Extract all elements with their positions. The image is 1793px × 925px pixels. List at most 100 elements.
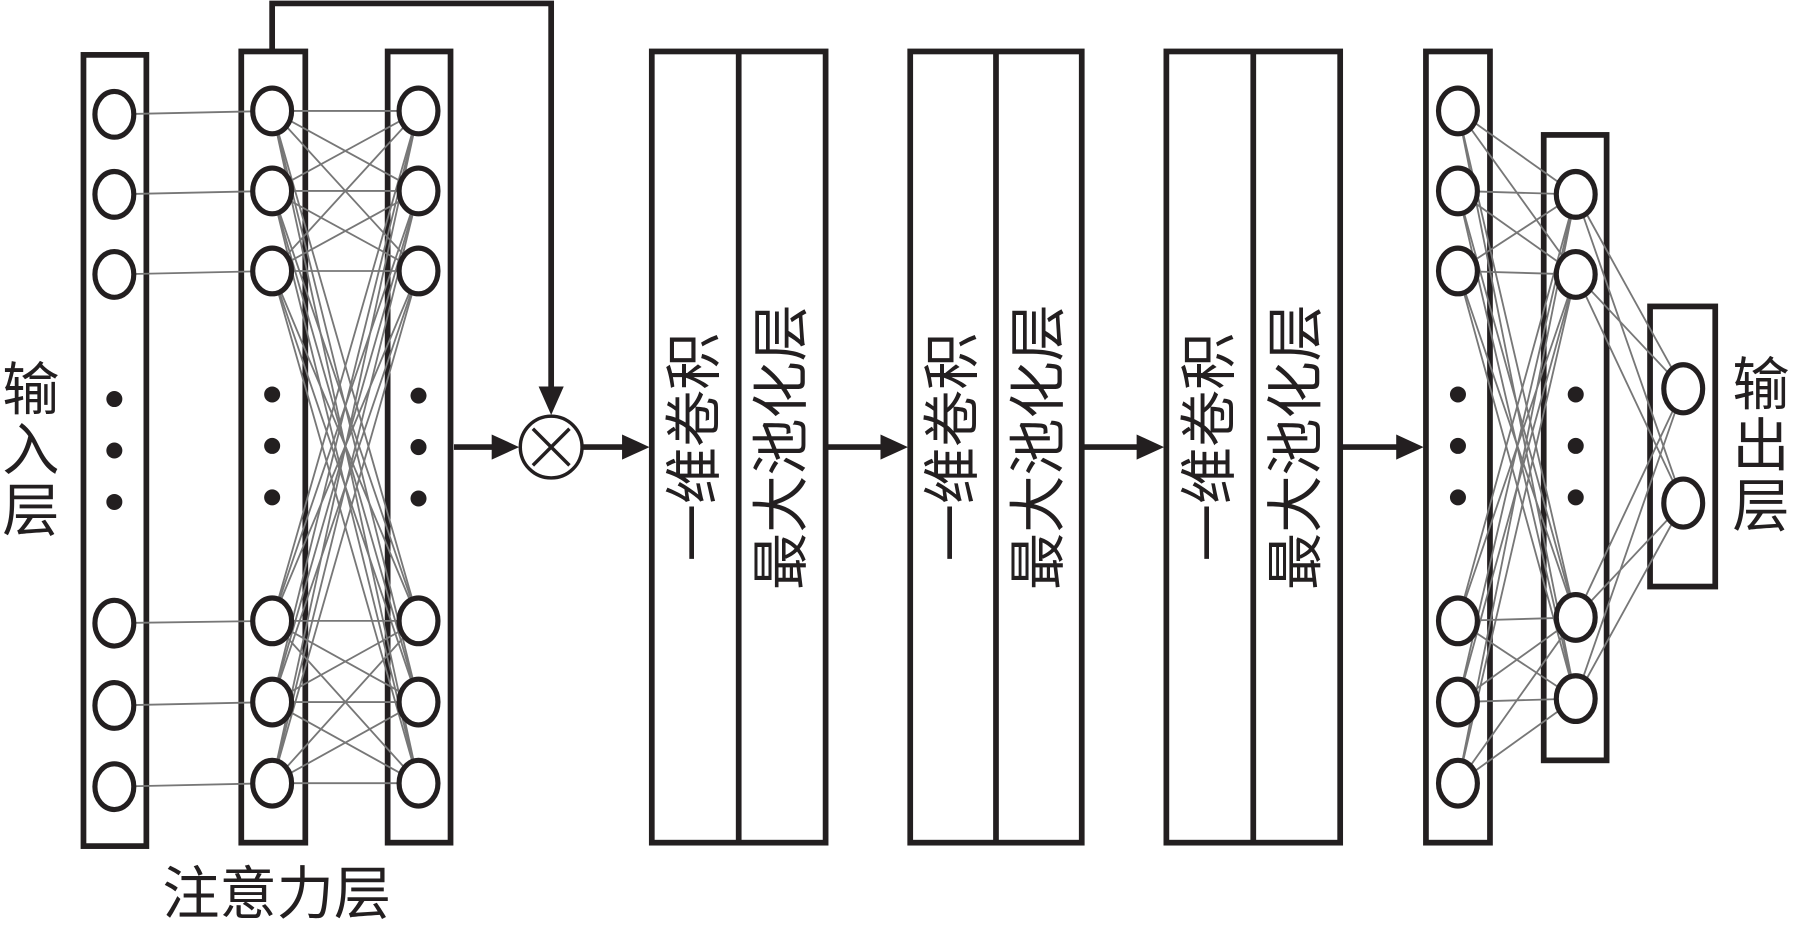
pool-label: 最大池化层 xyxy=(749,304,815,590)
connection-line xyxy=(271,620,419,703)
conv-pool-block-3: 一维卷积 最大池化层 xyxy=(1163,48,1344,846)
connection-line xyxy=(1457,194,1577,784)
attention-layer-a-neuron xyxy=(250,165,295,217)
arrow-block-2-to-block-3 xyxy=(1084,434,1165,460)
connection-line xyxy=(271,110,420,703)
connection-line xyxy=(1574,388,1685,699)
connection-line xyxy=(1457,193,1577,272)
connection-line xyxy=(114,782,273,788)
arrow-operator-to-block-1 xyxy=(582,434,650,460)
connection-line xyxy=(271,620,420,784)
attention-layer-a-neuron xyxy=(250,757,295,809)
dense-layer-1-neuron xyxy=(1435,757,1480,809)
connection-line xyxy=(1457,110,1577,196)
attention-layer-b-neuron xyxy=(396,85,441,137)
input-layer-neuron xyxy=(92,761,137,813)
dense-layer-2-neuron xyxy=(1553,168,1598,220)
arrow-head xyxy=(622,434,650,460)
ellipsis-dot xyxy=(1567,437,1584,454)
attention-layer-a-neuron xyxy=(250,245,295,297)
arrow-head xyxy=(538,386,564,416)
arrow-head xyxy=(880,434,908,460)
connection-line xyxy=(271,110,420,272)
connection-line xyxy=(1575,273,1684,390)
dense-layer-1-neuron xyxy=(1435,676,1480,728)
connection-line xyxy=(271,701,419,785)
label-char: 层 xyxy=(1732,474,1789,540)
ellipsis-dot xyxy=(1449,437,1466,454)
dense-layer-1-neuron xyxy=(1435,595,1480,647)
input-layer-neuron xyxy=(92,597,137,649)
attention-layer-b-neuron xyxy=(396,245,441,297)
arrow-line xyxy=(269,0,555,389)
connection-line xyxy=(1574,502,1685,700)
attention-layer-b-neuron xyxy=(396,676,441,728)
attention-layer-b-neuron xyxy=(396,595,441,647)
arrow-head xyxy=(1396,434,1424,460)
ellipsis-dot xyxy=(264,437,281,454)
connection-line xyxy=(271,190,419,272)
connection-line xyxy=(271,270,420,784)
neurons xyxy=(92,85,1706,813)
label-char: 输 xyxy=(1732,353,1789,419)
conv-pool-block-2: 一维卷积 最大池化层 xyxy=(907,48,1085,846)
ellipsis-dot xyxy=(1567,489,1584,506)
connection-line xyxy=(114,619,273,625)
pool-label: 最大池化层 xyxy=(1264,304,1330,590)
input-layer-neuron xyxy=(92,88,137,140)
output-layer-neuron xyxy=(1661,362,1706,416)
attention-layer-b-neuron xyxy=(396,757,441,809)
connection-line xyxy=(114,701,273,707)
ellipsis-dot xyxy=(106,391,123,408)
connection-line xyxy=(1575,502,1684,619)
connection-line xyxy=(114,190,273,196)
arrow-attention-to-operator xyxy=(453,434,520,460)
connection-line xyxy=(1574,194,1685,504)
output-layer-label: 输出层 xyxy=(1732,353,1789,540)
connection-line xyxy=(114,270,273,276)
dense-layer-2-neuron xyxy=(1553,248,1598,300)
conv-label: 一维卷积 xyxy=(1177,333,1243,562)
conv-label: 一维卷积 xyxy=(920,333,986,562)
connection-line xyxy=(271,110,419,192)
input-layer-neuron xyxy=(92,680,137,731)
ellipsis-dot xyxy=(1449,489,1466,506)
conv-pool-block-1: 一维卷积 最大池化层 xyxy=(648,48,829,846)
connection-line xyxy=(271,110,420,622)
attention-layer-label: 注意力层 xyxy=(162,862,391,925)
input-layer-neuron xyxy=(92,248,137,300)
attention-feedback-arrow xyxy=(269,0,564,416)
label-char: 层 xyxy=(2,479,59,545)
connection-line xyxy=(1574,388,1685,618)
connection-line xyxy=(1457,697,1577,784)
connection-line xyxy=(271,190,420,784)
operator-cross xyxy=(531,427,571,467)
output-layer-box xyxy=(1647,303,1719,590)
dense-layer-2-neuron xyxy=(1553,673,1598,725)
connection-line xyxy=(114,109,273,116)
attention-layer-a-neuron xyxy=(250,85,295,137)
dense-layer-1-neuron xyxy=(1435,245,1480,297)
output-layer-neuron xyxy=(1661,476,1706,530)
ellipsis-dot xyxy=(1449,386,1466,403)
conv-label: 一维卷积 xyxy=(662,333,728,562)
ellipsis-dot xyxy=(410,439,427,456)
ellipsis-dot xyxy=(410,490,427,507)
input-layer-neuron xyxy=(92,168,137,220)
multiply-icon xyxy=(518,414,584,480)
label-char: 输 xyxy=(2,357,59,423)
ellipsis-dot xyxy=(264,489,281,506)
arrow-head xyxy=(491,434,520,460)
label-char: 入 xyxy=(2,418,59,484)
ellipsis-dot xyxy=(106,493,123,510)
ellipsis-dot xyxy=(106,442,123,459)
attention-layer-a-neuron xyxy=(250,595,295,647)
attention-layer-b-neuron xyxy=(396,165,441,217)
ellipsis-dot xyxy=(410,387,427,404)
label-char: 出 xyxy=(1732,413,1789,479)
dense-layer-1-neuron xyxy=(1435,165,1480,217)
connection-line xyxy=(271,110,420,784)
dense-layer-1-neuron xyxy=(1435,85,1480,137)
dense-layer-2-neuron xyxy=(1553,591,1598,643)
